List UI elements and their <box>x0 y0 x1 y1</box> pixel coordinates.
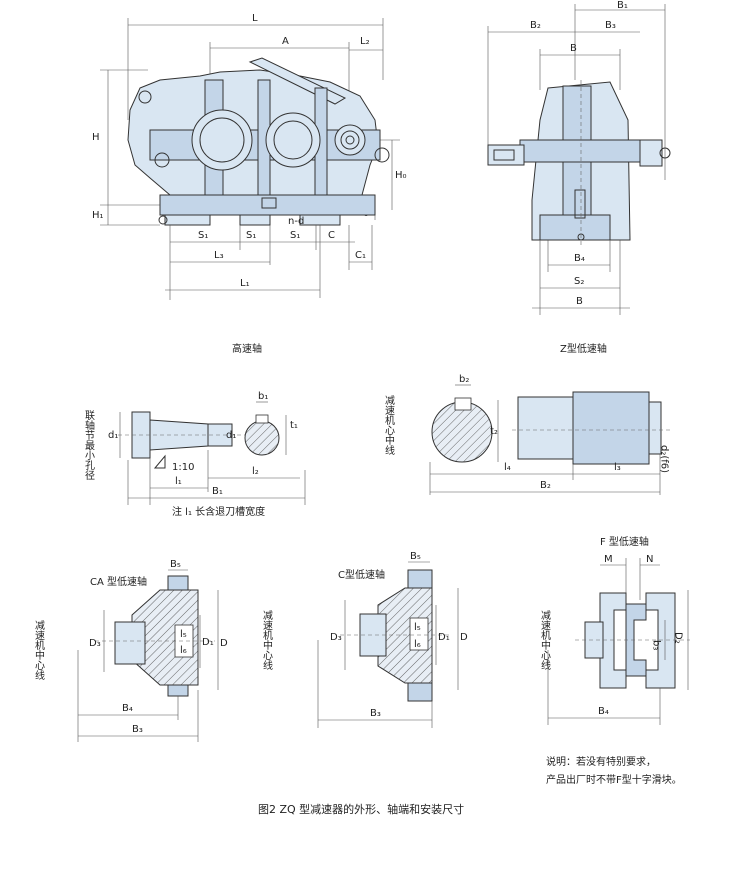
z-dim-t2: t₂ <box>490 426 498 437</box>
ca-dim-l5: l₅ <box>180 629 187 640</box>
f-low-shaft: F 型低速轴 减速机中心线 M N b₃ D₂ B₄ <box>539 535 690 725</box>
hs-dim-t1: t₁ <box>290 420 298 431</box>
hs-vertical-text: 联轴节最小孔径 <box>83 410 95 480</box>
dim-H: H <box>92 132 100 143</box>
dim-L3: L₃ <box>214 250 224 261</box>
hs-title: 高速轴 <box>232 342 262 355</box>
z-vertical-text: 减速机心中线 <box>383 395 395 455</box>
c-vertical-text: 减速机中心线 <box>261 610 273 670</box>
ca-vertical-text: 减速机中心线 <box>33 620 45 680</box>
dim-L1: L₁ <box>240 278 250 289</box>
hs-dim-b1: b₁ <box>258 391 268 402</box>
hs-vertical-note: 联轴节最小孔径 <box>83 410 95 480</box>
dim-S1-c: S₁ <box>290 230 300 241</box>
c-dim-D: D <box>460 632 468 643</box>
c-dim-B3: B₃ <box>370 708 381 719</box>
main-front-view: L A L₂ H H₁ H₀ δ <box>92 13 407 300</box>
note-line-1: 说明：若没有特别要求， <box>546 755 656 768</box>
hs-dim-d1-left: d₁ <box>108 430 118 441</box>
ca-dim-l6: l₆ <box>180 645 187 656</box>
hs-dim-l2: l₂ <box>252 466 259 477</box>
f-dim-N: N <box>646 554 653 565</box>
dim-S2: S₂ <box>574 276 584 287</box>
z-title: Z型低速轴 <box>560 342 607 355</box>
main-side-view: B₁ B₂ B₃ B B₄ S₂ B <box>487 0 671 315</box>
figure-caption: 图2 ZQ 型减速器的外形、轴端和安装尺寸 <box>258 802 464 816</box>
hs-dim-B1: B₁ <box>212 486 223 497</box>
z-low-shaft: Z型低速轴 减速机心中线 b₂ t₂ d₂(f6) l₄ l₃ B₂ <box>383 342 670 495</box>
ca-dim-B4: B₄ <box>122 703 133 714</box>
f-dim-D2: D₂ <box>673 632 684 644</box>
high-speed-shaft: 高速轴 联轴节最小孔径 1:10 d₁ d₁ b₁ t₁ l₁ l₂ B₁ 注 … <box>83 342 306 518</box>
dim-H0: H₀ <box>395 170 407 181</box>
dim-S1-b: S₁ <box>246 230 256 241</box>
ca-title: CA 型低速轴 <box>90 575 147 588</box>
f-title: F 型低速轴 <box>600 535 649 548</box>
ca-dim-D1: D₁ <box>202 637 214 648</box>
ca-dim-B3: B₃ <box>132 724 143 735</box>
f-dim-M: M <box>604 554 613 565</box>
dim-C: C <box>328 230 335 241</box>
z-dim-B2: B₂ <box>540 480 551 491</box>
hs-taper: 1:10 <box>172 462 194 473</box>
dim-B-bottom: B <box>576 296 583 307</box>
dim-B2: B₂ <box>530 20 541 31</box>
hs-note: 注 l₁ 长含退刀槽宽度 <box>172 505 265 518</box>
dim-S1-a: S₁ <box>198 230 208 241</box>
c-low-shaft: C型低速轴 减速机中心线 B₅ D₃ l₅ l₆ D₁ D B₃ <box>261 551 468 728</box>
dim-L2: L₂ <box>360 36 370 47</box>
c-title: C型低速轴 <box>338 568 385 581</box>
ca-dim-D: D <box>220 638 228 649</box>
f-dim-b3: b₃ <box>651 640 662 650</box>
dim-L: L <box>252 13 258 24</box>
ca-dim-D3: D₃ <box>89 638 101 649</box>
dim-H1: H₁ <box>92 210 104 221</box>
z-dim-d2: d₂(f6) <box>659 445 670 473</box>
f-dim-B4: B₄ <box>598 706 609 717</box>
note-line-2: 产品出厂时不带F型十字滑块。 <box>546 773 682 786</box>
dim-C1: C₁ <box>355 250 366 261</box>
dim-B-top: B <box>570 43 577 54</box>
c-dim-D3: D₃ <box>330 632 342 643</box>
dim-B1: B₁ <box>617 0 628 11</box>
z-dim-l4: l₄ <box>504 462 511 473</box>
hs-dim-d1-right: d₁ <box>226 430 236 441</box>
c-dim-D1: D₁ <box>438 632 450 643</box>
dim-n-d: n-d <box>288 216 304 227</box>
c-dim-l5: l₅ <box>414 622 421 633</box>
ca-dim-B5: B₅ <box>170 559 181 570</box>
hs-dim-l1: l₁ <box>175 476 182 487</box>
dim-A: A <box>282 36 289 47</box>
z-dim-b2: b₂ <box>459 374 469 385</box>
c-dim-B5: B₅ <box>410 551 421 562</box>
ca-low-shaft: CA 型低速轴 减速机中心线 B₅ D₃ l₅ l₆ D₁ D B₄ B₃ <box>33 559 228 742</box>
dim-B4: B₄ <box>574 253 585 264</box>
f-vertical-text: 减速机中心线 <box>539 610 551 670</box>
dim-B3: B₃ <box>605 20 616 31</box>
c-dim-l6: l₆ <box>414 639 421 650</box>
z-dim-l3: l₃ <box>614 462 621 473</box>
